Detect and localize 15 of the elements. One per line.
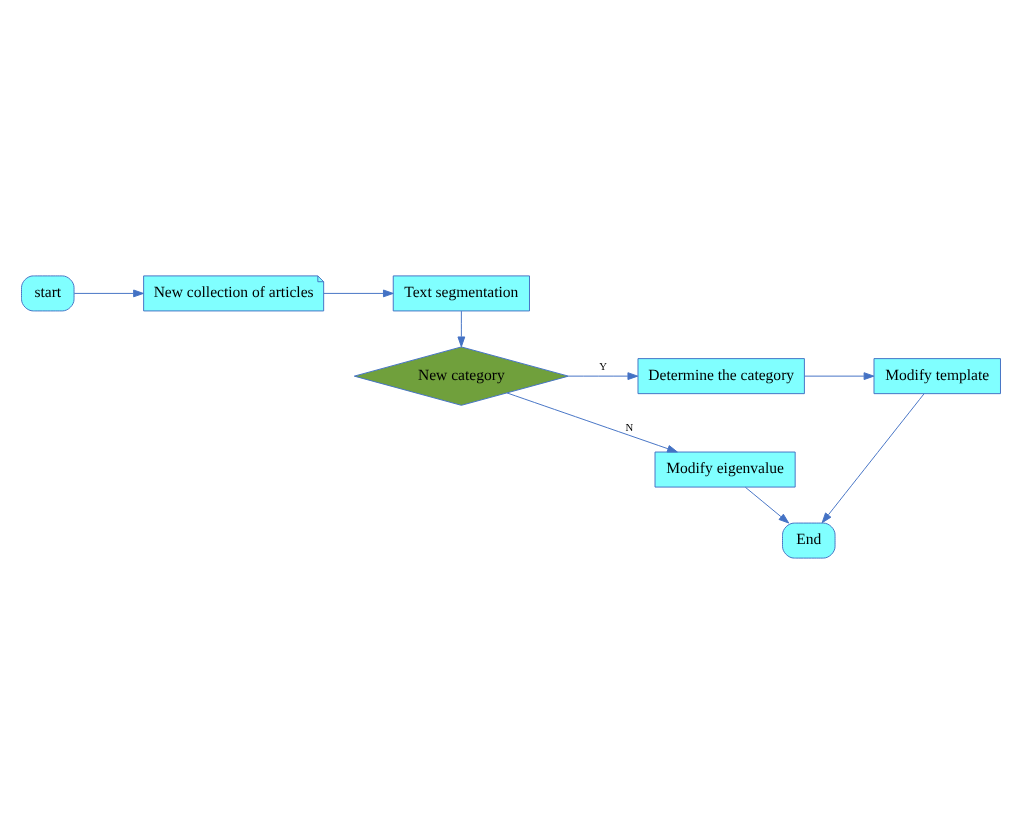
node-box: Text segmentation xyxy=(392,275,530,312)
arrow xyxy=(506,392,678,453)
arrow xyxy=(323,289,394,298)
node-box: End xyxy=(782,522,836,559)
arrow xyxy=(73,289,144,298)
arrow xyxy=(568,372,639,380)
node-box: start xyxy=(21,275,75,312)
node-diamond: New category xyxy=(353,346,569,406)
node-box: Determine the category xyxy=(637,358,805,395)
arrow xyxy=(821,393,925,524)
arrow xyxy=(744,486,790,524)
node-box: Modify template xyxy=(873,358,1001,395)
node-box: Modify eigenvalue xyxy=(654,451,796,488)
arrow xyxy=(804,372,875,380)
arrow xyxy=(457,310,466,348)
